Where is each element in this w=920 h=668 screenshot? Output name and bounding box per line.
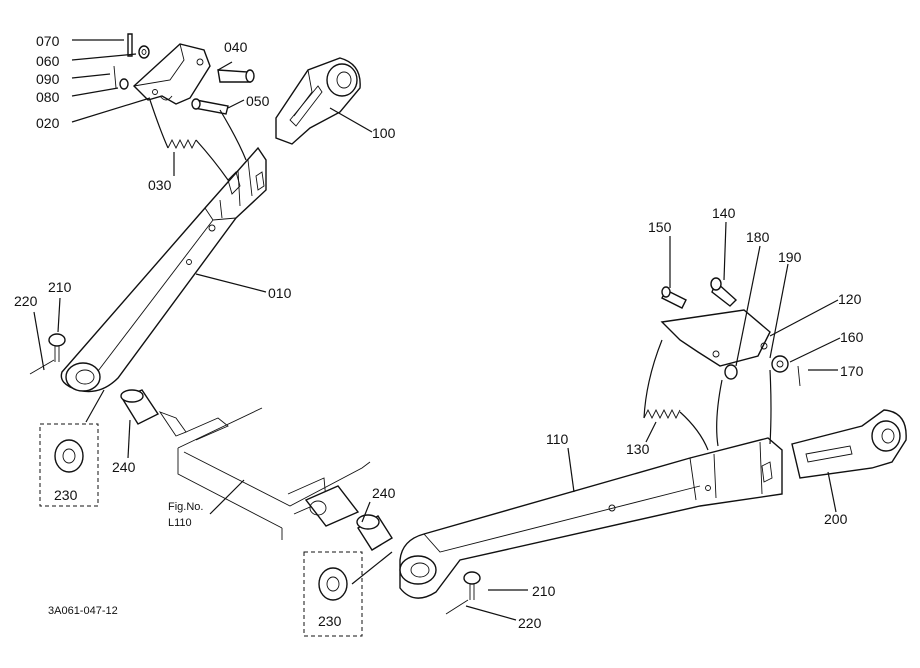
- left-hook-end: [275, 57, 361, 145]
- tractor-frame-section: [177, 407, 371, 540]
- label-020: 020: [36, 115, 60, 131]
- label-240-left: 240: [112, 459, 136, 475]
- label-120: 120: [838, 291, 862, 307]
- label-070: 070: [36, 33, 60, 49]
- label-080: 080: [36, 89, 60, 105]
- right-bolt-210-220: [445, 571, 481, 615]
- label-060: 060: [36, 53, 60, 69]
- right-latch-plate: [660, 309, 801, 387]
- label-090: 090: [36, 71, 60, 87]
- label-130: 130: [626, 441, 650, 457]
- label-210-left: 210: [48, 279, 72, 295]
- label-200: 200: [824, 511, 848, 527]
- label-180: 180: [746, 229, 770, 245]
- label-230-left: 230: [54, 487, 78, 503]
- label-160: 160: [840, 329, 864, 345]
- right-lower-link-arm: [399, 437, 783, 599]
- left-latch-plate: [132, 43, 211, 105]
- label-230-right: 230: [318, 613, 342, 629]
- label-170: 170: [840, 363, 864, 379]
- left-lower-link-arm: [60, 146, 267, 393]
- fig-no-label: Fig.No.: [168, 501, 203, 513]
- left-bolt-210-220: [29, 333, 66, 375]
- label-220-right: 220: [518, 615, 542, 631]
- label-110: 110: [546, 431, 569, 447]
- label-030: 030: [148, 177, 172, 193]
- right-hook-end: [791, 409, 907, 479]
- right-pins: [661, 277, 738, 309]
- right-collar-box-230: [303, 551, 363, 637]
- label-050: 050: [246, 93, 270, 109]
- label-140: 140: [712, 205, 736, 221]
- label-100: 100: [372, 125, 396, 141]
- drawing-code: 3A061-047-12: [48, 605, 118, 617]
- right-bushing-240: [356, 514, 393, 551]
- left-fasteners: [113, 33, 255, 115]
- label-210-right: 210: [532, 583, 556, 599]
- label-150: 150: [648, 219, 672, 235]
- label-010: 010: [268, 285, 292, 301]
- left-spring: [149, 99, 247, 181]
- label-240-right: 240: [372, 485, 396, 501]
- left-bushing-240: [120, 389, 229, 441]
- label-190: 190: [778, 249, 802, 265]
- left-collar-box-230: [39, 423, 99, 507]
- part-labels: 070 060 090 080 020 040 050 100 030 010 …: [14, 33, 864, 631]
- fig-no-value: L110: [168, 517, 192, 529]
- label-220-left: 220: [14, 293, 38, 309]
- right-spring: [643, 339, 772, 451]
- label-040: 040: [224, 39, 248, 55]
- leader-lines: [33, 39, 841, 621]
